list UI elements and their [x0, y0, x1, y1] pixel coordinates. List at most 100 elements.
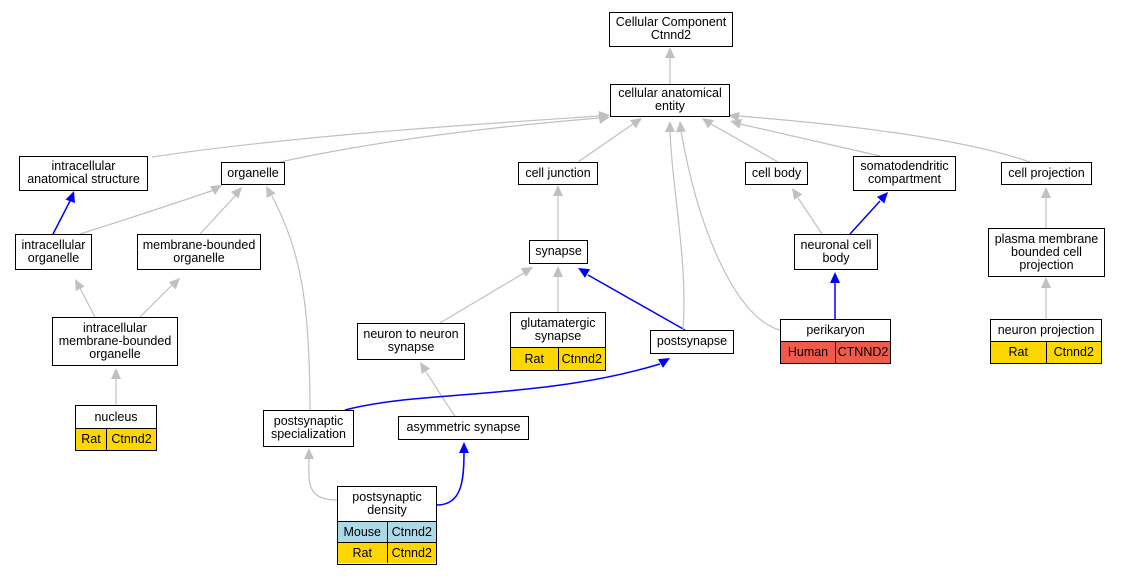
node-cell-body[interactable]: cell body: [745, 162, 808, 185]
arrowhead: [830, 272, 840, 283]
edge-perikaryon-to-ncb: [830, 272, 840, 319]
node-cellular-component[interactable]: Cellular Component Ctnnd2: [609, 12, 733, 47]
arrowhead: [630, 118, 642, 129]
arrowhead: [553, 185, 563, 196]
node-label: cell projection: [1008, 165, 1085, 180]
node-label: intracellular organelle: [21, 237, 86, 265]
arrowhead: [304, 448, 314, 459]
node-asymmetric-synapse[interactable]: asymmetric synapse: [398, 416, 529, 440]
arrowhead: [111, 368, 121, 379]
node-label: neuron to neuron synapse: [363, 327, 459, 354]
species-cell: Rat: [338, 543, 387, 563]
node-postsynaptic-density[interactable]: postsynaptic density Mouse Ctnnd2 Rat Ct…: [337, 486, 437, 565]
node-intracellular-anatomical-structure[interactable]: intracellular anatomical structure: [19, 156, 148, 191]
node-label: asymmetric synapse: [406, 420, 521, 434]
node-label: intracellular anatomical structure: [27, 159, 140, 186]
edge-postsynapse-to-synapse: [578, 268, 686, 331]
arrowhead: [578, 268, 591, 278]
node-neuron-to-neuron-synapse[interactable]: neuron to neuron synapse: [357, 323, 465, 360]
gene-cell: Ctnnd2: [1045, 342, 1101, 363]
arrowhead: [657, 358, 670, 368]
node-label: neuron projection: [997, 323, 1095, 337]
edge-cellbody-to-cae: [702, 118, 779, 163]
arrowhead: [459, 442, 469, 453]
node-label: postsynapse: [656, 334, 728, 348]
edge-intraorg-to-ias: [52, 191, 75, 235]
edge-cae-to-root: [665, 47, 675, 84]
edge-imbo-to-intraorg: [75, 279, 96, 318]
node-label: Cellular Component Ctnnd2: [615, 15, 727, 42]
arrowhead: [230, 187, 242, 199]
edge-nucleus-to-imbo: [111, 368, 121, 405]
node-postsynaptic-specialization[interactable]: postsynaptic specialization: [263, 410, 354, 447]
node-label: nucleus: [94, 409, 138, 424]
species-cell: Human: [781, 342, 835, 363]
annotation-row: Human CTNND2: [781, 341, 890, 363]
node-label: plasma membrane bounded cell projection: [994, 231, 1099, 272]
node-intracellular-membrane-bounded-organelle[interactable]: intracellular membrane-bounded organelle: [52, 317, 178, 366]
arrowhead: [702, 118, 714, 129]
edge-celljunction-to-cae: [577, 118, 642, 163]
edge-mbo-to-organelle: [199, 187, 242, 235]
edge-intraorg-to-organelle: [79, 185, 222, 235]
node-glutamatergic-synapse[interactable]: glutamatergic synapse Rat Ctnnd2: [510, 312, 606, 371]
arrowhead: [209, 185, 222, 195]
edge-perikaryon-to-cae: [675, 121, 781, 331]
edge-postsynapse-to-cae: [665, 121, 685, 331]
arrowhead: [168, 278, 180, 290]
gene-cell: CTNND2: [835, 342, 890, 363]
node-membrane-bounded-organelle[interactable]: membrane-bounded organelle: [137, 234, 261, 270]
arrowhead: [665, 121, 675, 132]
arrowhead: [876, 192, 888, 204]
edge-cellproj-to-cae: [728, 111, 1031, 163]
node-cell-projection[interactable]: cell projection: [1001, 162, 1092, 185]
species-cell: Rat: [991, 342, 1046, 363]
arrowhead: [1041, 277, 1051, 288]
edge-imbo-to-mbo: [139, 278, 180, 318]
node-cellular-anatomical-entity[interactable]: cellular anatomical entity: [610, 84, 730, 117]
node-label: cell junction: [525, 165, 591, 180]
node-perikaryon[interactable]: perikaryon Human CTNND2: [780, 319, 891, 364]
node-organelle[interactable]: organelle: [221, 162, 285, 185]
arrowhead: [420, 362, 431, 374]
arrowhead: [728, 111, 740, 122]
node-label: intracellular membrane-bounded organelle: [58, 320, 172, 361]
node-neuron-projection[interactable]: neuron projection Rat Ctnnd2: [990, 319, 1102, 364]
annotation-row: Rat Ctnnd2: [76, 428, 156, 450]
node-plasma-membrane-bounded-cell-projection[interactable]: plasma membrane bounded cell projection: [988, 228, 1105, 277]
species-cell: Rat: [511, 348, 558, 370]
node-cell-junction[interactable]: cell junction: [518, 162, 598, 185]
node-label: cellular anatomical entity: [618, 86, 722, 113]
node-label: glutamatergic synapse: [520, 316, 596, 343]
node-label: somatodendritic compartment: [860, 159, 949, 186]
node-nucleus[interactable]: nucleus Rat Ctnnd2: [75, 405, 157, 451]
edge-psd-to-pss: [304, 448, 338, 501]
arrowhead: [520, 267, 533, 277]
annotation-row: Rat Ctnnd2: [511, 347, 605, 370]
node-synapse[interactable]: synapse: [529, 240, 588, 264]
node-label: postsynaptic density: [352, 490, 422, 517]
species-cell: Mouse: [338, 522, 387, 542]
node-somatodendritic-compartment[interactable]: somatodendritic compartment: [853, 156, 956, 191]
arrowhead: [730, 119, 742, 129]
edge-somato-to-cae: [730, 119, 881, 157]
arrowhead: [792, 188, 803, 200]
edge-neuronproj-to-pmbcp: [1041, 277, 1051, 319]
node-label: synapse: [535, 244, 582, 258]
species-cell: Rat: [76, 429, 106, 450]
node-postsynapse[interactable]: postsynapse: [650, 330, 734, 354]
annotation-row: Rat Ctnnd2: [991, 341, 1101, 363]
edge-ncb-to-somato: [849, 192, 888, 235]
node-neuronal-cell-body[interactable]: neuronal cell body: [794, 234, 878, 270]
edge-glut-to-synapse: [553, 266, 563, 312]
arrowhead: [598, 113, 610, 124]
edge-ncb-to-cellbody: [792, 188, 823, 235]
gene-cell: Ctnnd2: [386, 522, 436, 542]
edge-organelle-to-cae: [279, 113, 610, 163]
arrowhead: [266, 186, 276, 199]
gene-cell: Ctnnd2: [557, 348, 605, 370]
annotation-row: Rat Ctnnd2: [338, 542, 436, 563]
node-intracellular-organelle[interactable]: intracellular organelle: [15, 234, 92, 270]
